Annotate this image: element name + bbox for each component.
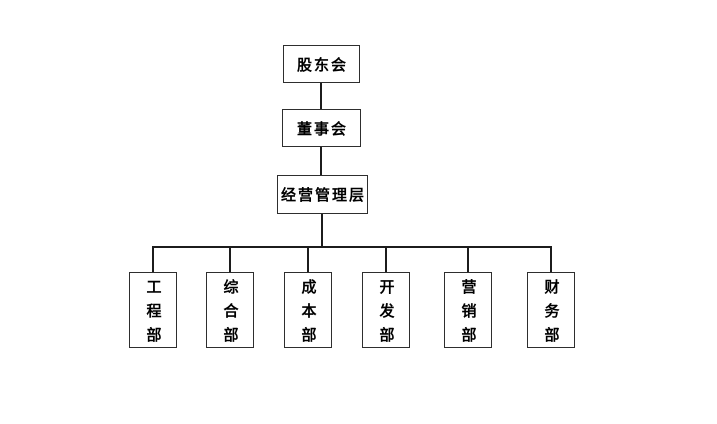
node-dept-engineering: 工程部 — [129, 272, 177, 351]
connector-drop-marketing — [467, 246, 469, 272]
connector-shareholders-board — [320, 83, 322, 109]
connector-board-management — [320, 147, 322, 175]
connector-drop-cost — [307, 246, 309, 272]
node-dept-cost-label: 成本部 — [299, 278, 318, 351]
node-board: 董事会 — [282, 109, 361, 147]
node-dept-development-label: 开发部 — [377, 278, 396, 351]
node-dept-finance-label: 财务部 — [542, 278, 561, 351]
node-dept-marketing: 营销部 — [444, 272, 492, 351]
node-shareholders-label: 股东会 — [296, 55, 348, 74]
node-dept-finance: 财务部 — [527, 272, 575, 351]
node-dept-general-affairs: 综合部 — [206, 272, 254, 351]
node-management-label: 经营管理层 — [280, 186, 366, 204]
node-management: 经营管理层 — [277, 175, 368, 214]
connector-horizontal-bus — [152, 246, 552, 248]
connector-drop-engineering — [152, 246, 154, 272]
node-dept-engineering-label: 工程部 — [144, 278, 163, 351]
connector-drop-general-affairs — [229, 246, 231, 272]
node-dept-cost: 成本部 — [284, 272, 332, 351]
connector-drop-development — [385, 246, 387, 272]
connector-management-trunk — [321, 214, 323, 247]
node-dept-development: 开发部 — [362, 272, 410, 351]
connector-drop-finance — [550, 246, 552, 272]
node-board-label: 董事会 — [296, 119, 348, 138]
node-dept-marketing-label: 营销部 — [459, 278, 478, 351]
node-dept-general-affairs-label: 综合部 — [221, 278, 240, 351]
node-shareholders: 股东会 — [283, 45, 360, 83]
